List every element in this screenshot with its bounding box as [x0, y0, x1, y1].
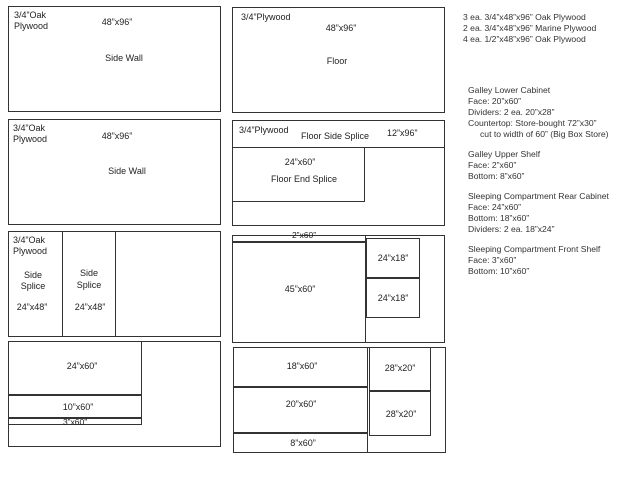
piece-name-label: Floor [326, 56, 348, 66]
piece-18x60 [233, 347, 368, 387]
section-line: Face: 2”x60” [468, 160, 517, 170]
sheet-size-label: 48”x96” [325, 23, 357, 33]
sheet-material-label: 3/4”Plywood [239, 125, 289, 135]
piece-45x60 [232, 242, 366, 343]
sheet-side-wall-1 [8, 6, 221, 112]
splice-size-label: 24”x48” [16, 302, 48, 312]
materials-item: 2 ea. 3/4”x48”x96” Marine Plywood [463, 23, 597, 33]
splice-name-line2: Splice [20, 281, 46, 291]
section-line: Face: 3”x60” [468, 255, 517, 265]
piece-size-label: 24”x60” [284, 157, 316, 167]
piece-size-label: 18”x60” [286, 361, 318, 371]
section-line: Face: 24”x60” [468, 202, 522, 212]
splice-size-label: 24”x48” [74, 302, 106, 312]
splice-name-line1: Side [79, 268, 99, 278]
splice-name-line1: Side [23, 270, 43, 280]
section-title: Galley Upper Shelf [468, 149, 541, 159]
sheet-size-label: 48”x96” [101, 131, 133, 141]
piece-size-label: 45”x60” [284, 284, 316, 294]
sheet-material-line1: 3/4”Oak [13, 123, 46, 133]
materials-item: 4 ea. 1/2”x48”x96” Oak Plywood [463, 34, 586, 44]
piece-name-label: Side Wall [108, 166, 146, 176]
sheet-material-label: 3/4”Plywood [241, 12, 291, 22]
piece-size-label: 24”x60” [66, 361, 98, 371]
piece-size-label: 24”x18” [377, 293, 409, 303]
sheet-material-line1: 3/4”Oak [13, 235, 46, 245]
piece-28x20 [369, 347, 431, 391]
piece-size-label: 28”x20” [384, 363, 416, 373]
piece-name-label: Floor End Splice [270, 174, 338, 184]
piece-name-label: Side Wall [105, 53, 143, 63]
piece-size-label: 12”x96” [387, 128, 418, 138]
piece-size-label: 10”x60” [62, 402, 94, 412]
section-line: Bottom: 10”x60” [468, 266, 530, 276]
piece-size-label: 8”x60” [290, 438, 316, 448]
side-splice-piece-b [62, 231, 116, 337]
section-title: Sleeping Compartment Front Shelf [468, 244, 601, 254]
piece-size-label: 2”x60” [291, 230, 317, 240]
sheet-material-line2: Plywood [14, 21, 49, 31]
materials-item: 3 ea. 3/4”x48”x96” Oak Plywood [463, 12, 586, 22]
piece-name-label: Floor Side Splice [301, 131, 370, 141]
piece-24x18 [366, 238, 420, 278]
piece-size-label: 28”x20” [385, 409, 417, 419]
cut-list: Galley Lower Cabinet Face: 20”x60” Divid… [468, 85, 609, 277]
materials-list: 3 ea. 3/4”x48”x96” Oak Plywood 2 ea. 3/4… [463, 12, 596, 45]
splice-name-line2: Splice [76, 280, 102, 290]
section-line: Bottom: 8”x60” [468, 171, 525, 181]
sheet-material-line2: Plywood [13, 134, 48, 144]
piece-2x60 [232, 235, 366, 242]
piece-20x60 [233, 387, 368, 433]
piece-floor-end-splice [232, 147, 365, 202]
section-title: Sleeping Compartment Rear Cabinet [468, 191, 609, 201]
section-line: Dividers: 2 ea. 20”x28” [468, 107, 555, 117]
piece-size-label: 20”x60” [285, 399, 317, 409]
piece-10x60 [8, 395, 142, 418]
section-title: Galley Lower Cabinet [468, 85, 551, 95]
piece-size-label: 24”x18” [377, 253, 409, 263]
section-line: Dividers: 2 ea. 18”x24” [468, 224, 555, 234]
piece-28x20 [369, 391, 431, 436]
piece-24x18 [366, 278, 420, 318]
section-line: cut to width of 60” (Big Box Store) [480, 129, 609, 139]
piece-3x60 [8, 418, 142, 425]
sheet-material-line2: Plywood [13, 246, 48, 256]
sheet-material-line1: 3/4”Oak [14, 10, 47, 20]
sheet-side-wall-2 [8, 119, 221, 225]
piece-size-label: 3”x60” [62, 417, 88, 427]
section-line: Bottom: 18”x60” [468, 213, 530, 223]
piece-24x60 [8, 341, 142, 395]
section-line: Face: 20”x60” [468, 96, 522, 106]
sheet-size-label: 48”x96” [101, 17, 133, 27]
sheet-floor [232, 7, 445, 113]
piece-8x60 [233, 433, 368, 453]
section-line: Countertop: Store-bought 72”x30” [468, 118, 597, 128]
